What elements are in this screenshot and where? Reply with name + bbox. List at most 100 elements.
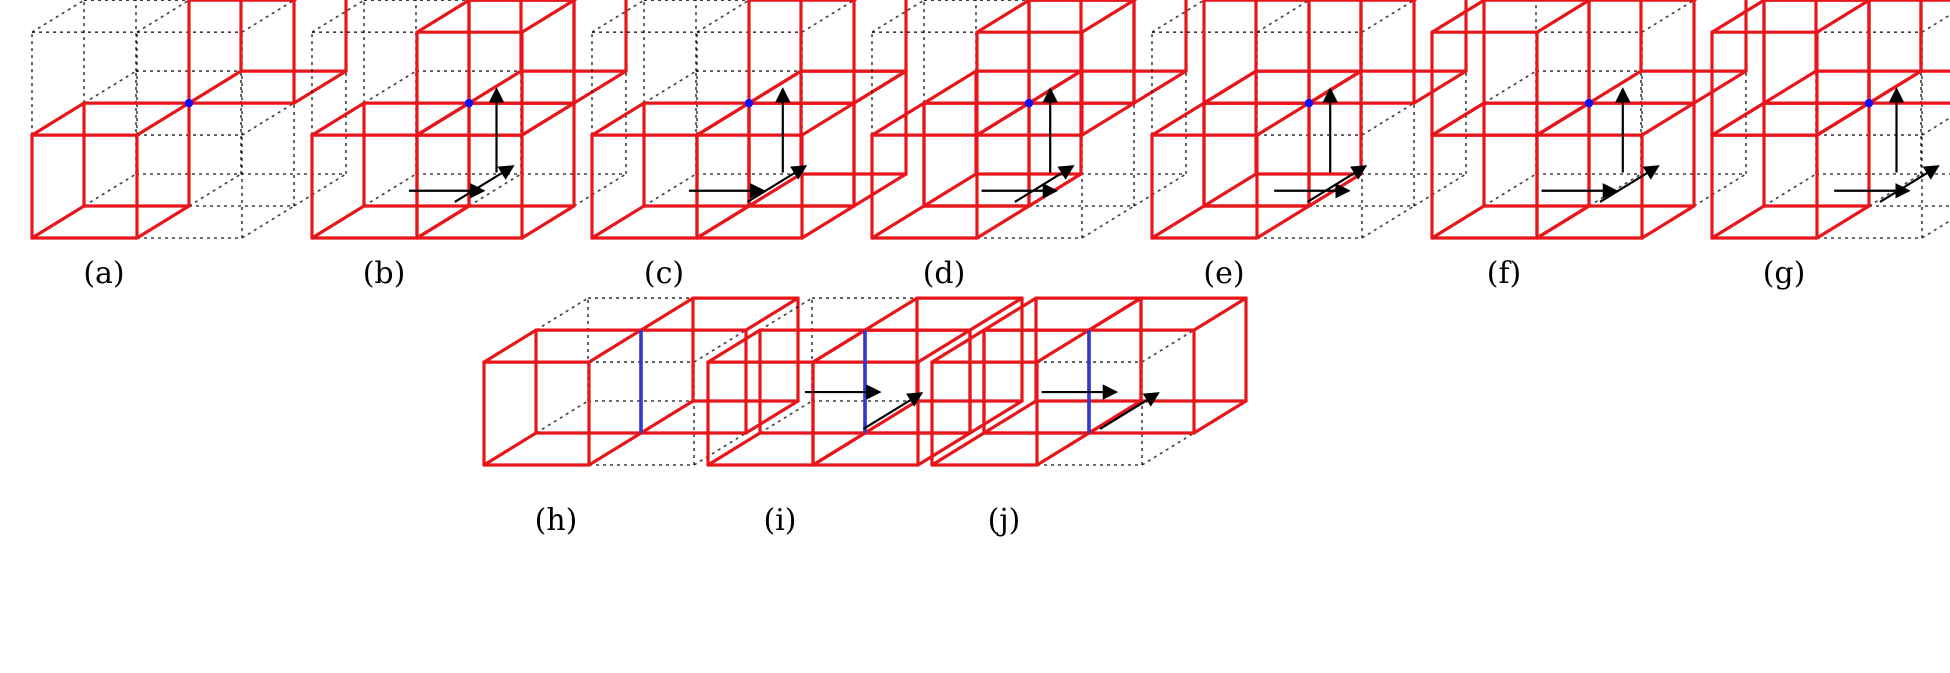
cube-edge <box>982 399 1038 435</box>
cube-edge <box>520 101 576 137</box>
cube-edge <box>187 69 243 105</box>
cube-edge <box>1710 204 1766 240</box>
cube-edge <box>1640 204 1696 240</box>
cube-edge <box>975 0 1031 34</box>
cube-edge <box>1307 69 1363 105</box>
cube-edge <box>520 204 576 240</box>
direction-arrow-y <box>1879 165 1940 203</box>
shared-vertex-dot <box>184 98 194 108</box>
cube-edge <box>747 69 803 105</box>
cube-edge <box>520 0 576 34</box>
panel-label-e: (e) <box>1203 256 1244 291</box>
cube-edge <box>415 0 471 34</box>
cube-edge <box>1412 69 1468 105</box>
direction-arrow-y <box>746 165 808 203</box>
cube-edge <box>744 399 800 435</box>
cube-edge <box>982 296 1038 332</box>
grid-line <box>693 432 747 466</box>
cube-edge <box>1035 328 1091 364</box>
cube-edge <box>1535 101 1591 137</box>
cube-edge <box>975 101 1031 137</box>
grid-line <box>696 0 750 33</box>
panel-label-d: (d) <box>923 256 966 291</box>
cube-edge <box>968 399 1024 435</box>
cube-edge <box>1080 0 1136 34</box>
cube-edge <box>922 69 978 105</box>
cube-edge <box>415 204 471 240</box>
cube-edge <box>863 399 919 435</box>
highlighted-cubes <box>1430 0 1748 240</box>
cube-edge <box>639 399 695 435</box>
grid-line <box>188 173 242 207</box>
direction-arrow-y <box>862 392 924 430</box>
cube-edge <box>1815 101 1871 137</box>
panel-label-b: (b) <box>363 256 406 291</box>
cube-edge <box>310 101 366 137</box>
grid-line <box>1413 173 1467 207</box>
highlighted-cubes <box>310 0 628 240</box>
grid-line <box>1641 0 1695 33</box>
highlighted-cubes <box>30 0 348 240</box>
panel-h <box>482 296 800 467</box>
cube-edge <box>1027 69 1083 105</box>
panel-label-f: (f) <box>1487 256 1522 291</box>
panel-label-i: (i) <box>763 503 796 538</box>
cube-edge <box>1587 69 1643 105</box>
highlighted-cubes <box>706 296 1024 467</box>
grid-line <box>871 0 925 33</box>
grid-line <box>241 0 295 33</box>
cube-edge <box>415 101 471 137</box>
cube-edge <box>1692 69 1748 105</box>
grid-line <box>136 0 190 33</box>
cube-edge <box>639 296 695 332</box>
lattice-grid <box>1711 0 1950 239</box>
cube-edge <box>310 204 366 240</box>
cube-edge <box>135 204 191 240</box>
highlighted-cubes <box>1710 0 1950 240</box>
panel-c <box>590 0 908 240</box>
panel-label-a: (a) <box>83 256 124 291</box>
cube-edge <box>1640 101 1696 137</box>
cube-edge <box>1255 101 1311 137</box>
cube-edge <box>587 328 643 364</box>
grid-line <box>363 173 417 207</box>
grid-line <box>1133 173 1187 207</box>
grid-line <box>1483 70 1537 104</box>
direction-arrow-y <box>1306 165 1368 203</box>
shared-vertex-dot <box>1024 98 1034 108</box>
grid-line <box>31 0 85 33</box>
panel-e <box>1150 0 1468 240</box>
cube-edge <box>467 69 523 105</box>
grid-line <box>693 329 747 363</box>
cube-edge <box>706 431 762 467</box>
highlighted-cubes <box>590 0 908 240</box>
panel-label-c: (c) <box>644 256 684 291</box>
grid-line <box>1693 173 1747 207</box>
cube-edge <box>1815 204 1871 240</box>
panel-label-g: (g) <box>1763 256 1806 291</box>
cube-edge <box>1430 0 1486 34</box>
cube-edge <box>852 69 908 105</box>
cube-edge <box>1080 101 1136 137</box>
cube-edge <box>135 101 191 137</box>
grid-line <box>83 173 137 207</box>
grid-line <box>1361 205 1415 239</box>
grid-line <box>535 400 589 434</box>
cube-edge <box>1150 204 1206 240</box>
panel-label-h: (h) <box>535 503 578 538</box>
grid-line <box>311 0 365 33</box>
cube-edge <box>1430 101 1486 137</box>
grid-line <box>535 297 589 331</box>
grid-line <box>1921 219 1950 239</box>
cube-edge <box>1150 101 1206 137</box>
highlighted-cubes <box>1150 0 1468 240</box>
cube-edge <box>916 431 972 467</box>
cube-edge <box>1132 69 1188 105</box>
cube-edge <box>916 328 972 364</box>
cube-edge <box>975 204 1031 240</box>
grid-line <box>643 70 697 104</box>
cube-edge <box>811 328 867 364</box>
cube-edge <box>695 101 751 137</box>
cube-edge <box>1202 172 1258 208</box>
